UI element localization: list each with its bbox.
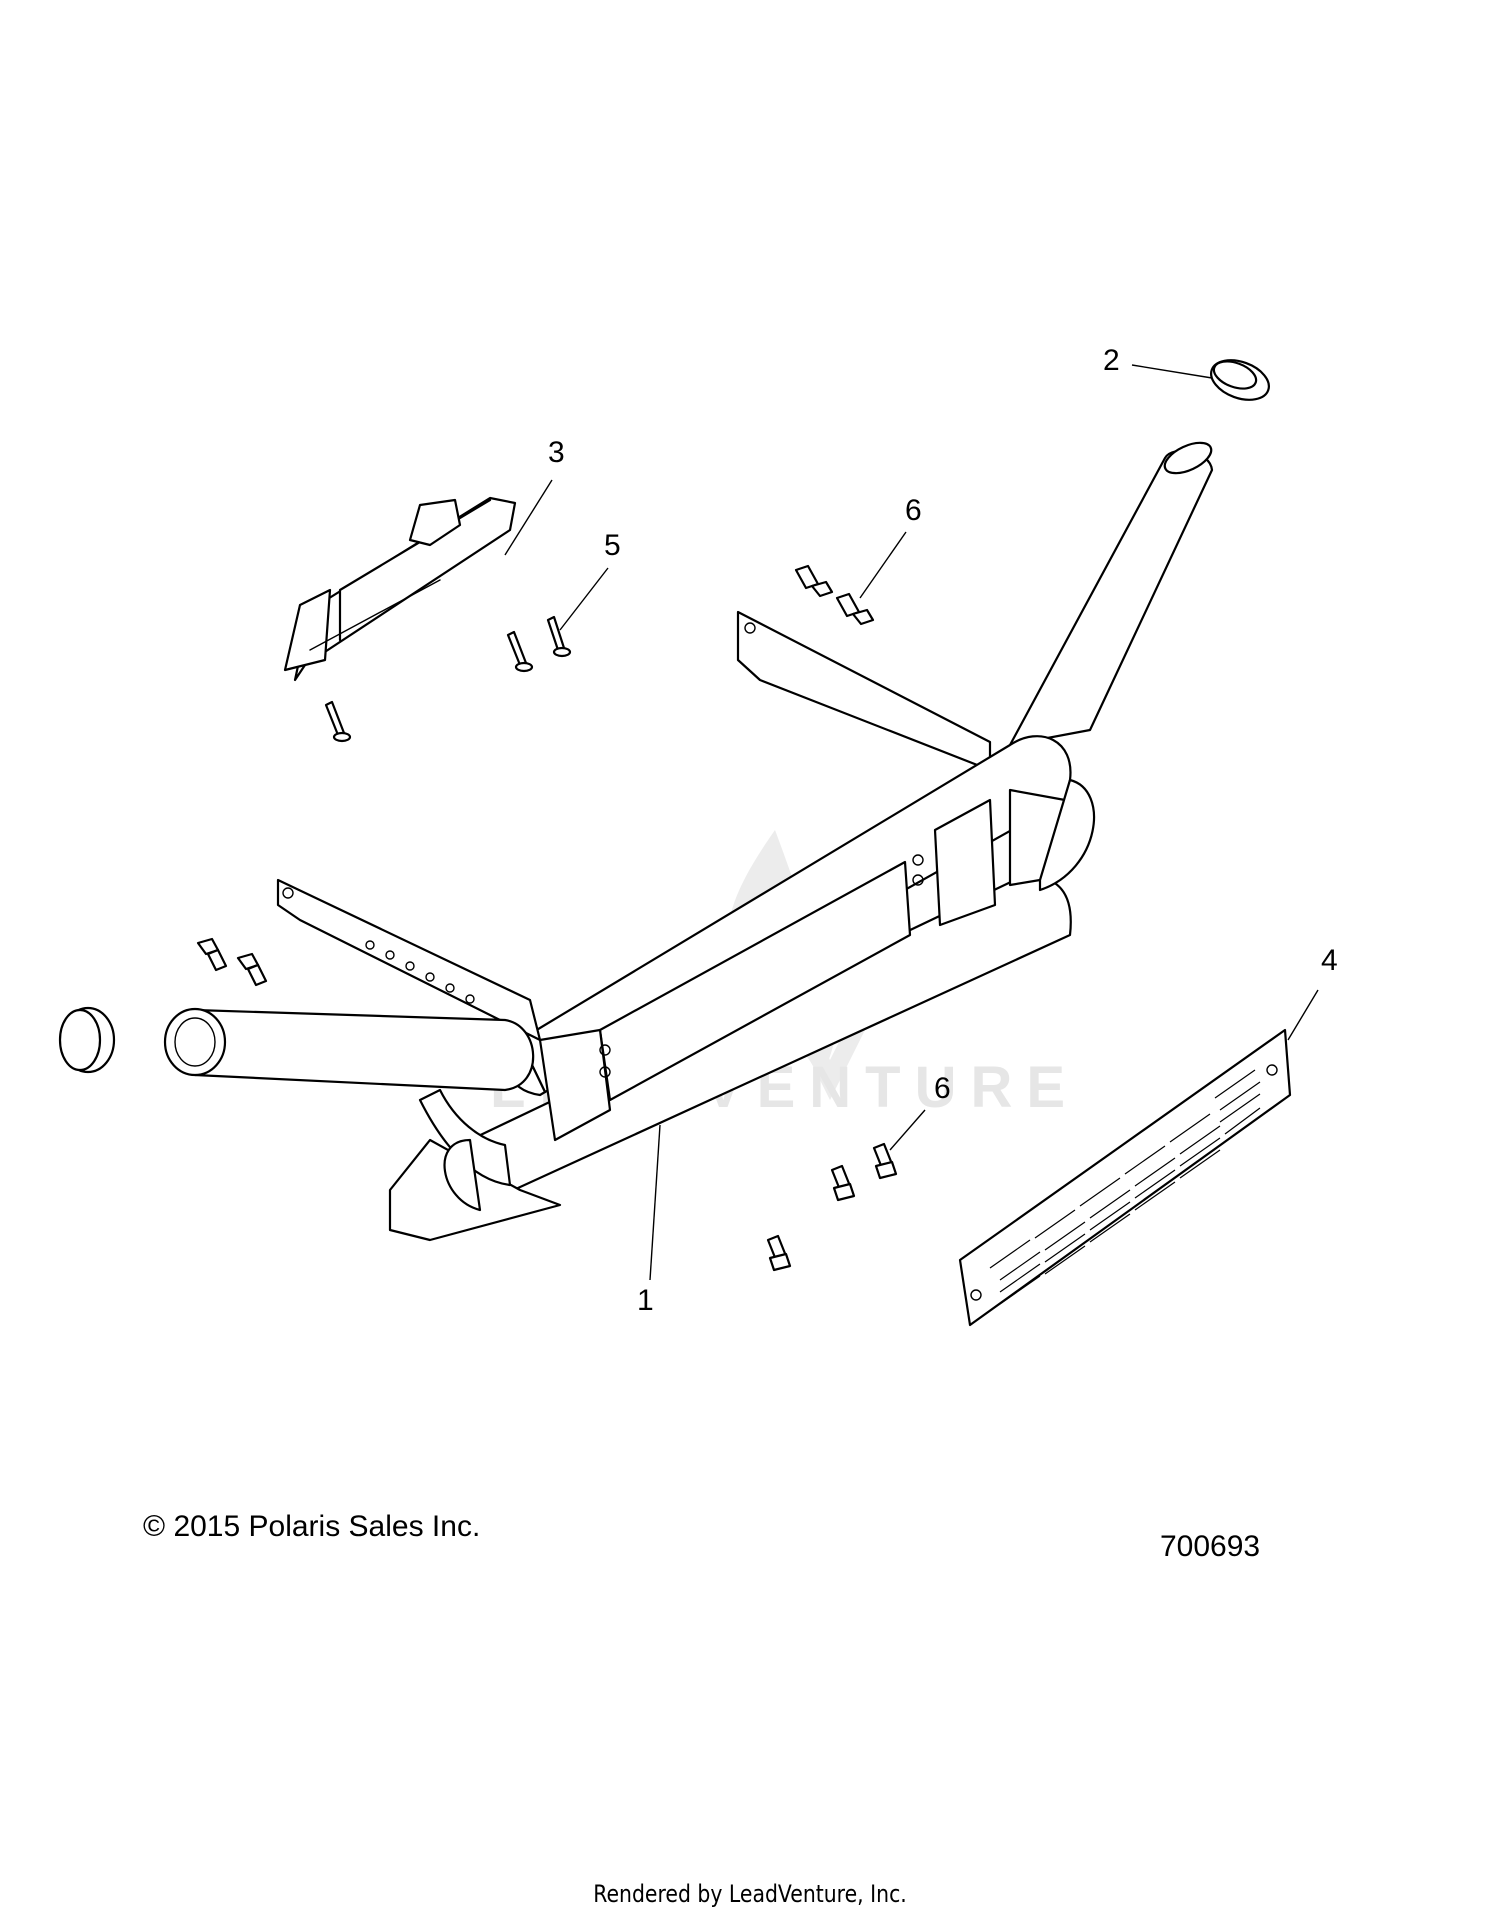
callout-6-lower: 6 bbox=[934, 1072, 951, 1105]
screw-5c bbox=[324, 700, 352, 743]
footer-rendered-by: Rendered by LeadVenture, Inc. bbox=[593, 1880, 907, 1908]
part-1-bumper-frame bbox=[163, 441, 1214, 1242]
callout-5: 5 bbox=[604, 529, 621, 562]
callout-1: 1 bbox=[637, 1284, 654, 1317]
part-3-cover-bracket bbox=[283, 496, 517, 682]
callout-2: 2 bbox=[1103, 344, 1120, 377]
grille-slots bbox=[989, 1069, 1261, 1305]
copyright-notice: © 2015 Polaris Sales Inc. bbox=[143, 1510, 481, 1543]
callout-4: 4 bbox=[1321, 944, 1338, 977]
part-6-bolts-upper-right bbox=[794, 564, 875, 626]
plug-cap-left bbox=[58, 1006, 116, 1074]
part-4-grille-plate bbox=[958, 1028, 1292, 1327]
leader-lines bbox=[504, 364, 1319, 1281]
part-6-bolts-lower bbox=[766, 1142, 898, 1272]
screw-5b bbox=[546, 615, 572, 658]
callout-3: 3 bbox=[548, 436, 565, 469]
callout-6-upper: 6 bbox=[905, 494, 922, 527]
part-2-plug-cap bbox=[1210, 359, 1270, 401]
part-6-bolts-upper-left bbox=[196, 937, 268, 987]
drawing-number: 700693 bbox=[1160, 1530, 1261, 1563]
screw-5a bbox=[506, 630, 534, 673]
part-5-screws bbox=[324, 615, 572, 743]
